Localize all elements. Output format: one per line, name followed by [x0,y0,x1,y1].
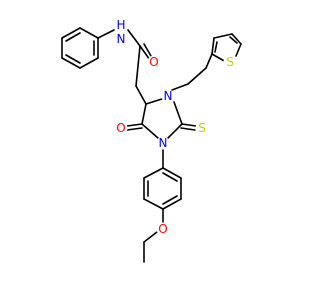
bond [126,127,143,131]
atom-h-amide: H [114,18,128,32]
bond [61,57,81,69]
atom-label: N [164,89,173,103]
bond [79,57,99,69]
atom-n-ring3: N [161,89,175,103]
atom-o-amide: O [147,55,161,69]
bond [162,198,182,210]
atom-n-ring1: N [156,136,170,150]
bond [171,83,189,91]
bond [167,123,183,139]
bond [187,67,207,85]
bond [61,27,81,39]
bond [214,41,218,53]
bond [145,97,166,105]
bond [205,53,213,69]
bond [135,45,141,87]
bond [65,32,81,42]
bond [180,127,196,131]
bond [127,29,141,47]
bond [229,36,238,44]
bond [79,27,99,39]
atom-n-amide: N [114,32,128,46]
bond [231,33,242,45]
atom-label: O [158,222,167,236]
bond [135,85,147,105]
bond [139,45,151,61]
atom-o-ether: O [156,222,170,236]
atom-label: S [198,121,206,135]
bond [143,231,158,243]
bond [143,198,164,210]
bond [211,37,215,55]
bond [143,43,152,57]
bonds [61,27,242,263]
bond [213,33,233,39]
bond [141,103,147,125]
bond [162,195,178,205]
atom-label: S [226,55,234,69]
bond [97,29,115,39]
bond [126,123,143,127]
atom-s-thio: S [223,55,237,69]
bond [141,123,159,139]
atom-label: H [116,18,125,32]
bond [181,123,197,127]
atom-label: O [149,55,158,69]
bond [143,167,164,179]
atom-label: N [117,32,126,46]
bond [162,167,182,179]
atom-s-thione: S [195,121,209,135]
bond [235,43,242,57]
bond [162,172,178,182]
atom-label: N [159,136,168,150]
bond [65,54,81,64]
atom-label: O [116,121,125,135]
atom-o-ketone: O [114,121,128,135]
bond [173,101,183,125]
